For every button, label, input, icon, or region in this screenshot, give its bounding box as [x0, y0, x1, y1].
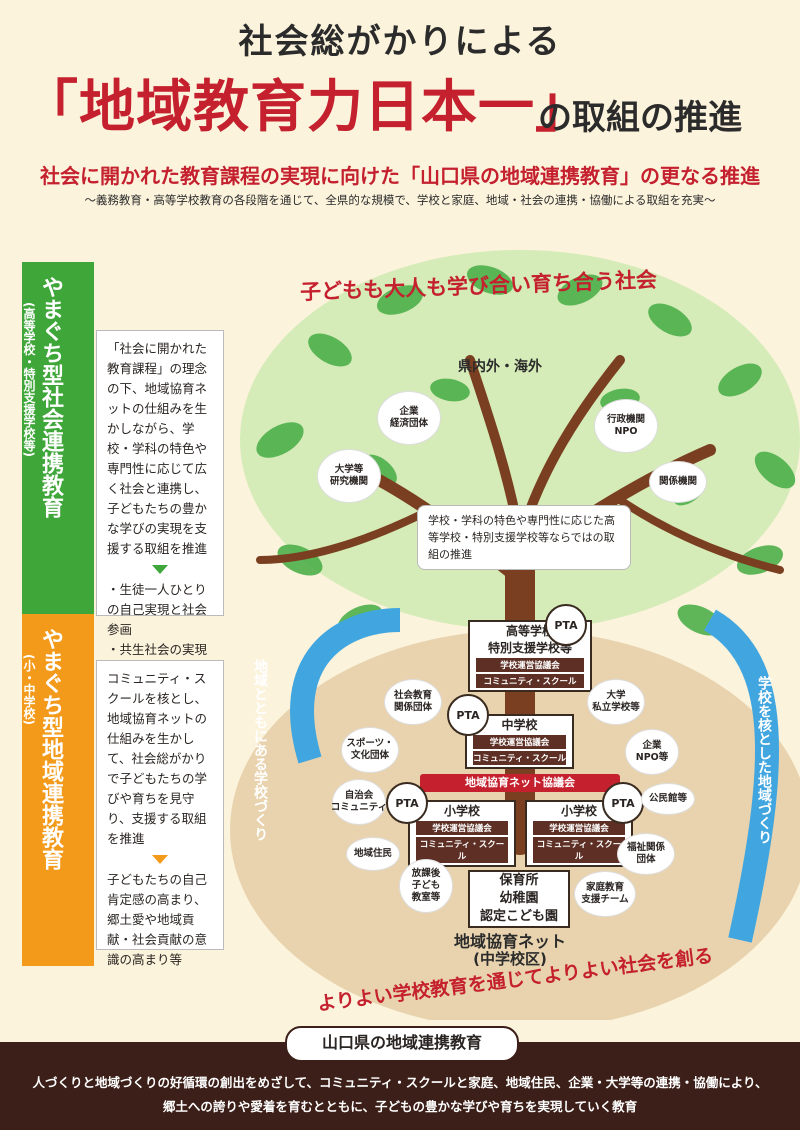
- social-panel-tag: やまぐち型社会連携教育 (高等学校・特別支援学校等): [22, 262, 94, 616]
- center-note: 学校・学科の特色や専門性に応じた高等学校・特別支援学校等ならではの取組の推進: [417, 505, 631, 570]
- regional-panel-tag: やまぐち型地域連携教育 (小・中学校): [22, 614, 94, 966]
- bubble-university-research: 大学等 研究機関: [318, 450, 380, 502]
- social-sub: (高等学校・特別支援学校等): [22, 302, 36, 457]
- footer-label: 山口県の地域連携教育: [285, 1026, 519, 1062]
- school-preschool: 保育所 幼稚園 認定こども園: [468, 870, 570, 928]
- social-box: 「社会に開かれた教育課程」の理念の下、地域協育ネットの仕組みを生かしながら、学校…: [96, 330, 224, 657]
- bubble-afterschool: 放課後 子ども 教室等: [400, 860, 452, 912]
- school-elem-left: 小学校 学校運営協議会 コミュニティ・スクール: [408, 800, 516, 867]
- council-bar: 地域協育ネット協議会: [420, 774, 620, 792]
- pta-elem-left: PTA: [386, 782, 428, 824]
- title-line1: 社会総がかりによる: [238, 22, 562, 62]
- preschool-name2: 幼稚園: [499, 891, 539, 906]
- school-elem-left-council: 学校運営協議会: [416, 821, 508, 835]
- bubble-social-ed: 社会教育 関係団体: [385, 680, 441, 724]
- bubble-family-support: 家庭教育 支援チーム: [575, 872, 635, 916]
- chevron-down-icon: [152, 855, 168, 864]
- school-middle: 中学校 学校運営協議会 コミュニティ・スクール: [465, 714, 574, 769]
- school-middle-cs: コミュニティ・スクール: [473, 751, 566, 765]
- pta-middle: PTA: [447, 694, 489, 736]
- bubble-univ-private: 大学 私立学校等: [588, 680, 644, 724]
- title-suffix: の取組の推進: [538, 98, 742, 138]
- bubble-related-orgs: 関係機関: [650, 462, 706, 502]
- school-elem-right-cs: コミュニティ・スクール: [533, 837, 625, 863]
- school-middle-council: 学校運営協議会: [473, 735, 566, 749]
- school-high-council: 学校運営協議会: [476, 658, 584, 672]
- left-arrow-arc: [290, 608, 401, 764]
- subtitle: 社会に開かれた教育課程の実現に向けた「山口県の地域連携教育」の更なる推進: [40, 164, 760, 188]
- bubble-jichikai: 自治会 コミュニティ: [331, 780, 387, 824]
- bubble-company-econ: 企業 経済団体: [378, 392, 440, 444]
- regional-title: やまぐち型地域連携教育: [38, 628, 63, 870]
- network-sub: (中学校区): [473, 950, 547, 968]
- bubble-company-npo: 企業 NPO等: [626, 730, 678, 774]
- bubble-welfare: 福祉関係 団体: [618, 834, 674, 874]
- social-title: やまぐち型社会連携教育: [38, 276, 63, 518]
- region-label: 県内外・海外: [458, 359, 542, 375]
- social-text: 「社会に開かれた教育課程」の理念の下、地域協育ネットの仕組みを生かしながら、学校…: [107, 341, 208, 556]
- pta-high: PTA: [545, 604, 587, 646]
- chevron-down-icon: [152, 565, 168, 574]
- school-elem-left-name: 小学校: [443, 804, 480, 818]
- social-result2: ・共生社会の実現: [107, 642, 208, 657]
- left-arc-label: 地域とともにある学校づくり: [252, 659, 268, 841]
- right-arc-label: 学校を核とした地域づくり: [756, 676, 772, 844]
- social-result1: ・生徒一人ひとりの自己実現と社会参画: [107, 582, 208, 637]
- school-high-name1: 高等学校: [505, 624, 554, 638]
- footer-line2: 郷土への誇りや愛着を育むとともに、子どもの豊かな学びや育ちを実現していく教育: [162, 1099, 638, 1114]
- regional-box: コミュニティ・スクールを核とし、地域協育ネットの仕組みを生かして、社会総がかりで…: [96, 660, 224, 967]
- preschool-name1: 保育所: [499, 873, 539, 888]
- regional-sub: (小・中学校): [22, 654, 36, 725]
- school-elem-right-council: 学校運営協議会: [533, 821, 625, 835]
- regional-result: 子どもたちの自己肯定感の高まり、郷土愛や地域貢献・社会貢献の意識の高まり等: [107, 872, 208, 967]
- bubble-sports: スポーツ・ 文化団体: [342, 728, 398, 772]
- title-main-wrap: 「地域教育力日本一」 の取組の推進: [0, 62, 800, 142]
- right-arrow-arc: [703, 609, 779, 943]
- network-label: 地域協育ネット: [453, 932, 566, 951]
- school-elem-left-cs: コミュニティ・スクール: [416, 837, 508, 863]
- preschool-name3: 認定こども園: [479, 909, 558, 924]
- pta-elem-right: PTA: [602, 782, 644, 824]
- footer-line1: 人づくりと地域づくりの好循環の創出をめざして、コミュニティ・スクールと家庭、地域…: [32, 1075, 768, 1090]
- bubble-residents: 地域住民: [347, 838, 399, 870]
- school-high-name2: 特別支援学校等: [487, 641, 572, 655]
- bubble-government-npo: 行政機関 NPO: [595, 400, 657, 452]
- title-main: 「地域教育力日本一」: [22, 75, 592, 140]
- school-elem-right-name: 小学校: [560, 804, 597, 818]
- school-middle-name: 中学校: [501, 718, 538, 732]
- bubble-kominkan: 公民館等: [642, 784, 694, 814]
- subnote: 〜義務教育・高等学校教育の各段階を通じて、全県的な規模で、学校と家庭、地域・社会…: [84, 193, 716, 207]
- regional-text: コミュニティ・スクールを核とし、地域協育ネットの仕組みを生かして、社会総がかりで…: [107, 671, 208, 846]
- school-high-cs: コミュニティ・スクール: [476, 674, 584, 688]
